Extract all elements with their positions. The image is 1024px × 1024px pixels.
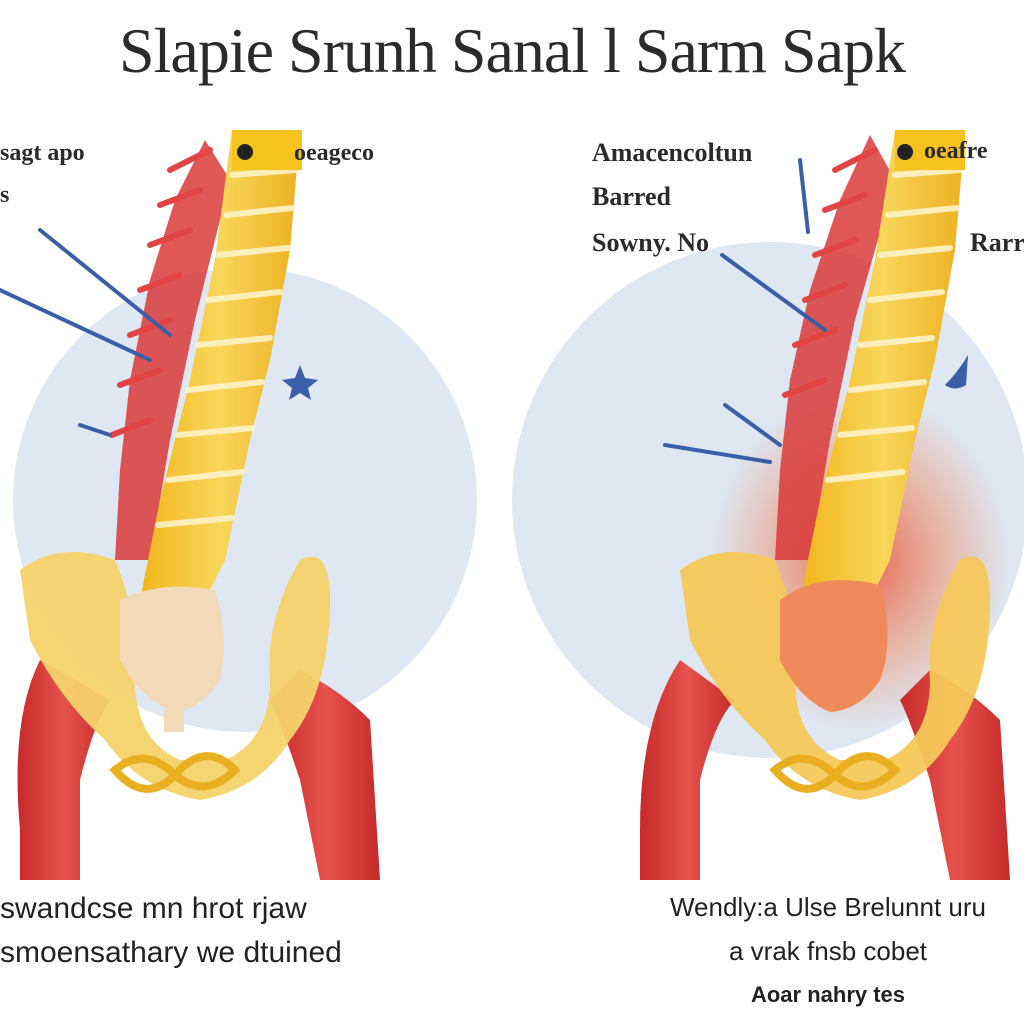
left-caption-line-1: swandcse mn hrot rjaw [0,892,307,925]
left-sacrum [120,586,224,712]
right-drop-marker [945,355,968,389]
right-label-top: Amacencoltun [592,138,753,167]
right-sacrum-inflamed [780,580,888,712]
left-top-marker [237,144,253,160]
left-pelvis-bone [20,552,330,800]
right-label-lower: Sowny. No [592,228,710,257]
left-label-top: sagt apo [0,140,85,166]
left-caption-line-2: smoensathary we dtuined [0,936,342,969]
left-label-side: s [0,182,10,208]
left-pointer-lines [0,228,172,437]
right-top-marker [897,144,913,160]
left-label-top-right: oeageco [294,140,374,166]
left-muscle-fibers [115,140,230,560]
right-muscle-streaks [782,147,878,398]
page-title: Slapie Srunh Sanal l Sarm Sapk [119,15,906,86]
right-label-mid: Barred [592,182,671,211]
right-hip-muscle-left [640,660,735,880]
left-panel [0,130,477,880]
right-pelvis-bone [680,552,990,800]
right-vertebra-bands [825,167,963,483]
right-caption-line-1: Wendly:a Ulse Brelunnt uru [669,892,986,922]
left-muscle-streaks [109,147,213,438]
left-pubic-loop [109,752,241,793]
right-pubic-loop [769,752,901,793]
left-star-marker [282,365,318,400]
right-label-side: Rarr [970,228,1024,257]
right-label-top-right: oeafre [924,138,988,164]
right-pointer-lines [663,158,827,464]
left-coccyx [164,710,184,732]
right-muscle-fibers [775,135,895,560]
right-caption-line-2: a vrak fnsb cobet [729,936,927,966]
right-panel [512,130,1024,880]
left-vertebra-bands [155,167,299,528]
right-caption-line-3: Aoar nahry tes [750,982,906,1007]
